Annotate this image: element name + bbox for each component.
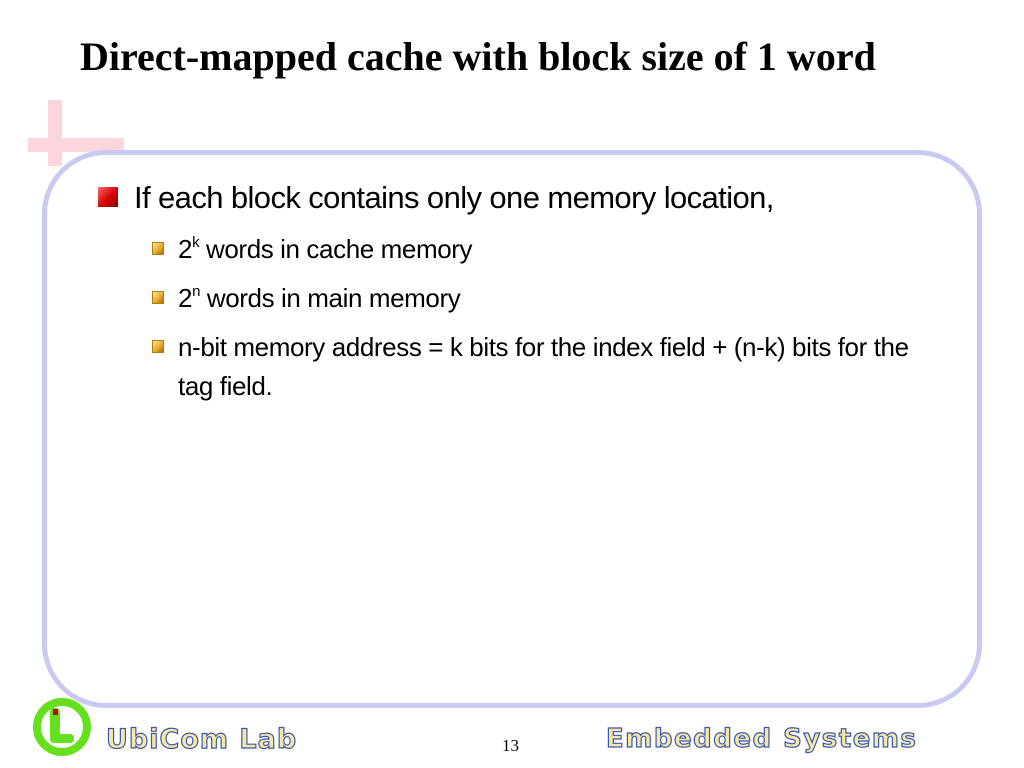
bullet-main-base: 2 (178, 283, 193, 313)
gold-square-bullet-icon (152, 340, 164, 353)
bullet-level1-text: If each block contains only one memory l… (134, 180, 774, 215)
content-panel (42, 150, 982, 708)
bullet-main-rest: words in main memory (200, 283, 461, 313)
bullet-cache-exponent: k (192, 234, 200, 251)
gold-square-bullet-icon (152, 242, 164, 255)
footer-lab-name: UbiCom Lab (105, 723, 298, 755)
decorative-cross-vertical (48, 100, 62, 166)
ubicom-logo-icon (33, 698, 91, 756)
decorative-cross-horizontal (28, 138, 124, 152)
bullet-cache-words: 2k words in cache memory (178, 230, 473, 269)
page-number: 13 (502, 736, 519, 755)
gold-square-bullet-icon (152, 291, 164, 304)
footer-course-name: Embedded Systems (605, 723, 918, 754)
red-square-bullet-icon (98, 187, 118, 207)
bullet-cache-base: 2 (178, 234, 193, 264)
bullet-cache-rest: words in cache memory (199, 234, 473, 264)
slide-title: Direct-mapped cache with block size of 1… (80, 34, 876, 79)
bullet-main-exponent: n (192, 283, 201, 300)
bullet-address-fields: n-bit memory address = k bits for the in… (178, 332, 909, 401)
bullet-main-words: 2n words in main memory (178, 279, 461, 318)
